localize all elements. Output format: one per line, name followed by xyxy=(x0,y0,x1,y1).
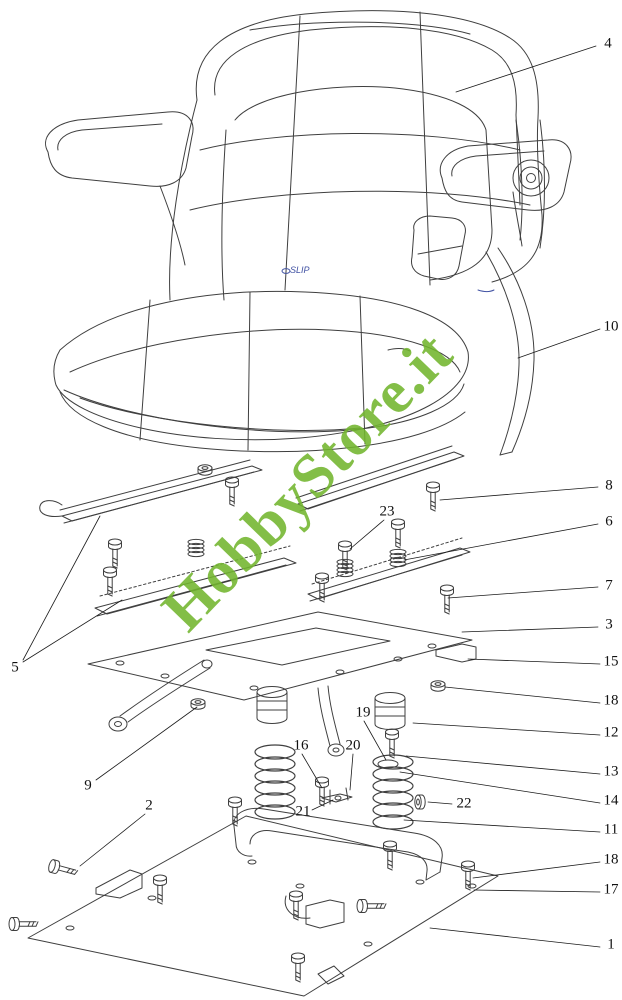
callout-18a: 18 xyxy=(603,692,619,709)
callout-2: 2 xyxy=(145,797,153,814)
callout-20: 20 xyxy=(345,737,361,754)
callout-16: 16 xyxy=(293,737,309,754)
callout-1: 1 xyxy=(607,936,615,953)
base-plate-drawing xyxy=(8,815,499,997)
mounting-plate-drawing xyxy=(87,611,477,701)
callout-13: 13 xyxy=(603,763,619,780)
upper-slide-rails-drawing xyxy=(39,445,465,569)
u-frame-drawing xyxy=(228,796,443,881)
seat-shell-drawing xyxy=(45,10,572,456)
callout-14: 14 xyxy=(603,792,619,809)
middle-adjuster-rails-drawing xyxy=(94,518,471,617)
callout-10: 10 xyxy=(603,318,619,335)
callout-23: 23 xyxy=(379,503,395,520)
callout-21: 21 xyxy=(295,803,311,820)
leader-lines xyxy=(22,45,601,948)
callout-9: 9 xyxy=(84,777,92,794)
callout-8: 8 xyxy=(605,477,613,494)
suspension-parts-drawing xyxy=(108,659,426,830)
callout-18b: 18 xyxy=(603,851,619,868)
callout-12: 12 xyxy=(603,724,619,741)
callout-22: 22 xyxy=(456,795,472,812)
callout-7: 7 xyxy=(605,577,613,594)
seat-slip-marking: SLIP xyxy=(290,265,310,275)
callout-15: 15 xyxy=(603,653,619,670)
callout-4: 4 xyxy=(604,35,612,52)
callout-3: 3 xyxy=(605,616,613,633)
callout-17: 17 xyxy=(603,881,619,898)
callout-19: 19 xyxy=(355,704,371,721)
callout-6: 6 xyxy=(605,513,613,530)
callout-11: 11 xyxy=(603,821,619,838)
callout-5: 5 xyxy=(11,659,19,676)
